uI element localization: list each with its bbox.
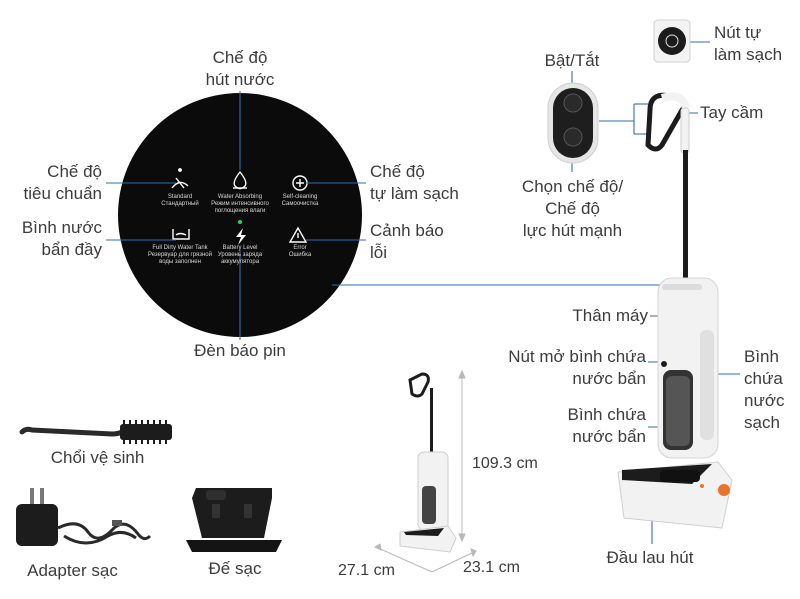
dimension-lines: [373, 369, 477, 573]
charging-dock: [186, 488, 282, 552]
water-drop-icon: [233, 170, 247, 190]
self-clean-button-closeup: [653, 19, 691, 63]
leader-lines: [106, 41, 740, 544]
standard-mode-icon: [171, 168, 189, 189]
battery-icon: [236, 220, 246, 245]
error-icon: [288, 226, 308, 243]
dirty-tank-icon: [172, 229, 190, 240]
display-error-text: Error Ошибка: [288, 245, 312, 258]
label-brush: Chổi vệ sinh: [50, 448, 145, 467]
label-battery-light: Đèn báo pin: [194, 341, 286, 360]
power-mode-control: [547, 82, 599, 164]
charging-adapter: [16, 488, 152, 546]
control-display-zoom: [118, 93, 362, 337]
display-self-cleaning-text: Self-cleaning Самоочистка: [281, 194, 319, 207]
label-power: Bật/Tắt: [544, 51, 600, 70]
display-battery-level-text: Battery Level Уровень заряда аккумулятор…: [217, 245, 263, 265]
dimension-height: 109.3 cm: [472, 455, 538, 472]
label-handle: Tay cầm: [700, 103, 764, 122]
label-mop-head: Đầu lau hút: [606, 548, 694, 567]
display-standard-text: Standard Стандартный: [161, 194, 199, 207]
label-body: Thân máy: [572, 306, 648, 325]
dimension-depth: 27.1 cm: [338, 562, 395, 579]
vacuum-dimension: [399, 372, 457, 553]
vacuum-main: [617, 92, 733, 529]
cleaning-brush: [19, 420, 172, 444]
label-dock: Đế sạc: [208, 559, 262, 578]
label-adapter: Adapter sạc: [27, 561, 118, 580]
dimension-width: 23.1 cm: [463, 559, 520, 576]
display-water-absorbing-text: Water Absorbing Режим интенсивного погло…: [211, 194, 269, 214]
display-full-dirty-tank-text: Full Dirty Water Tank Резервуар для гряз…: [147, 245, 212, 265]
